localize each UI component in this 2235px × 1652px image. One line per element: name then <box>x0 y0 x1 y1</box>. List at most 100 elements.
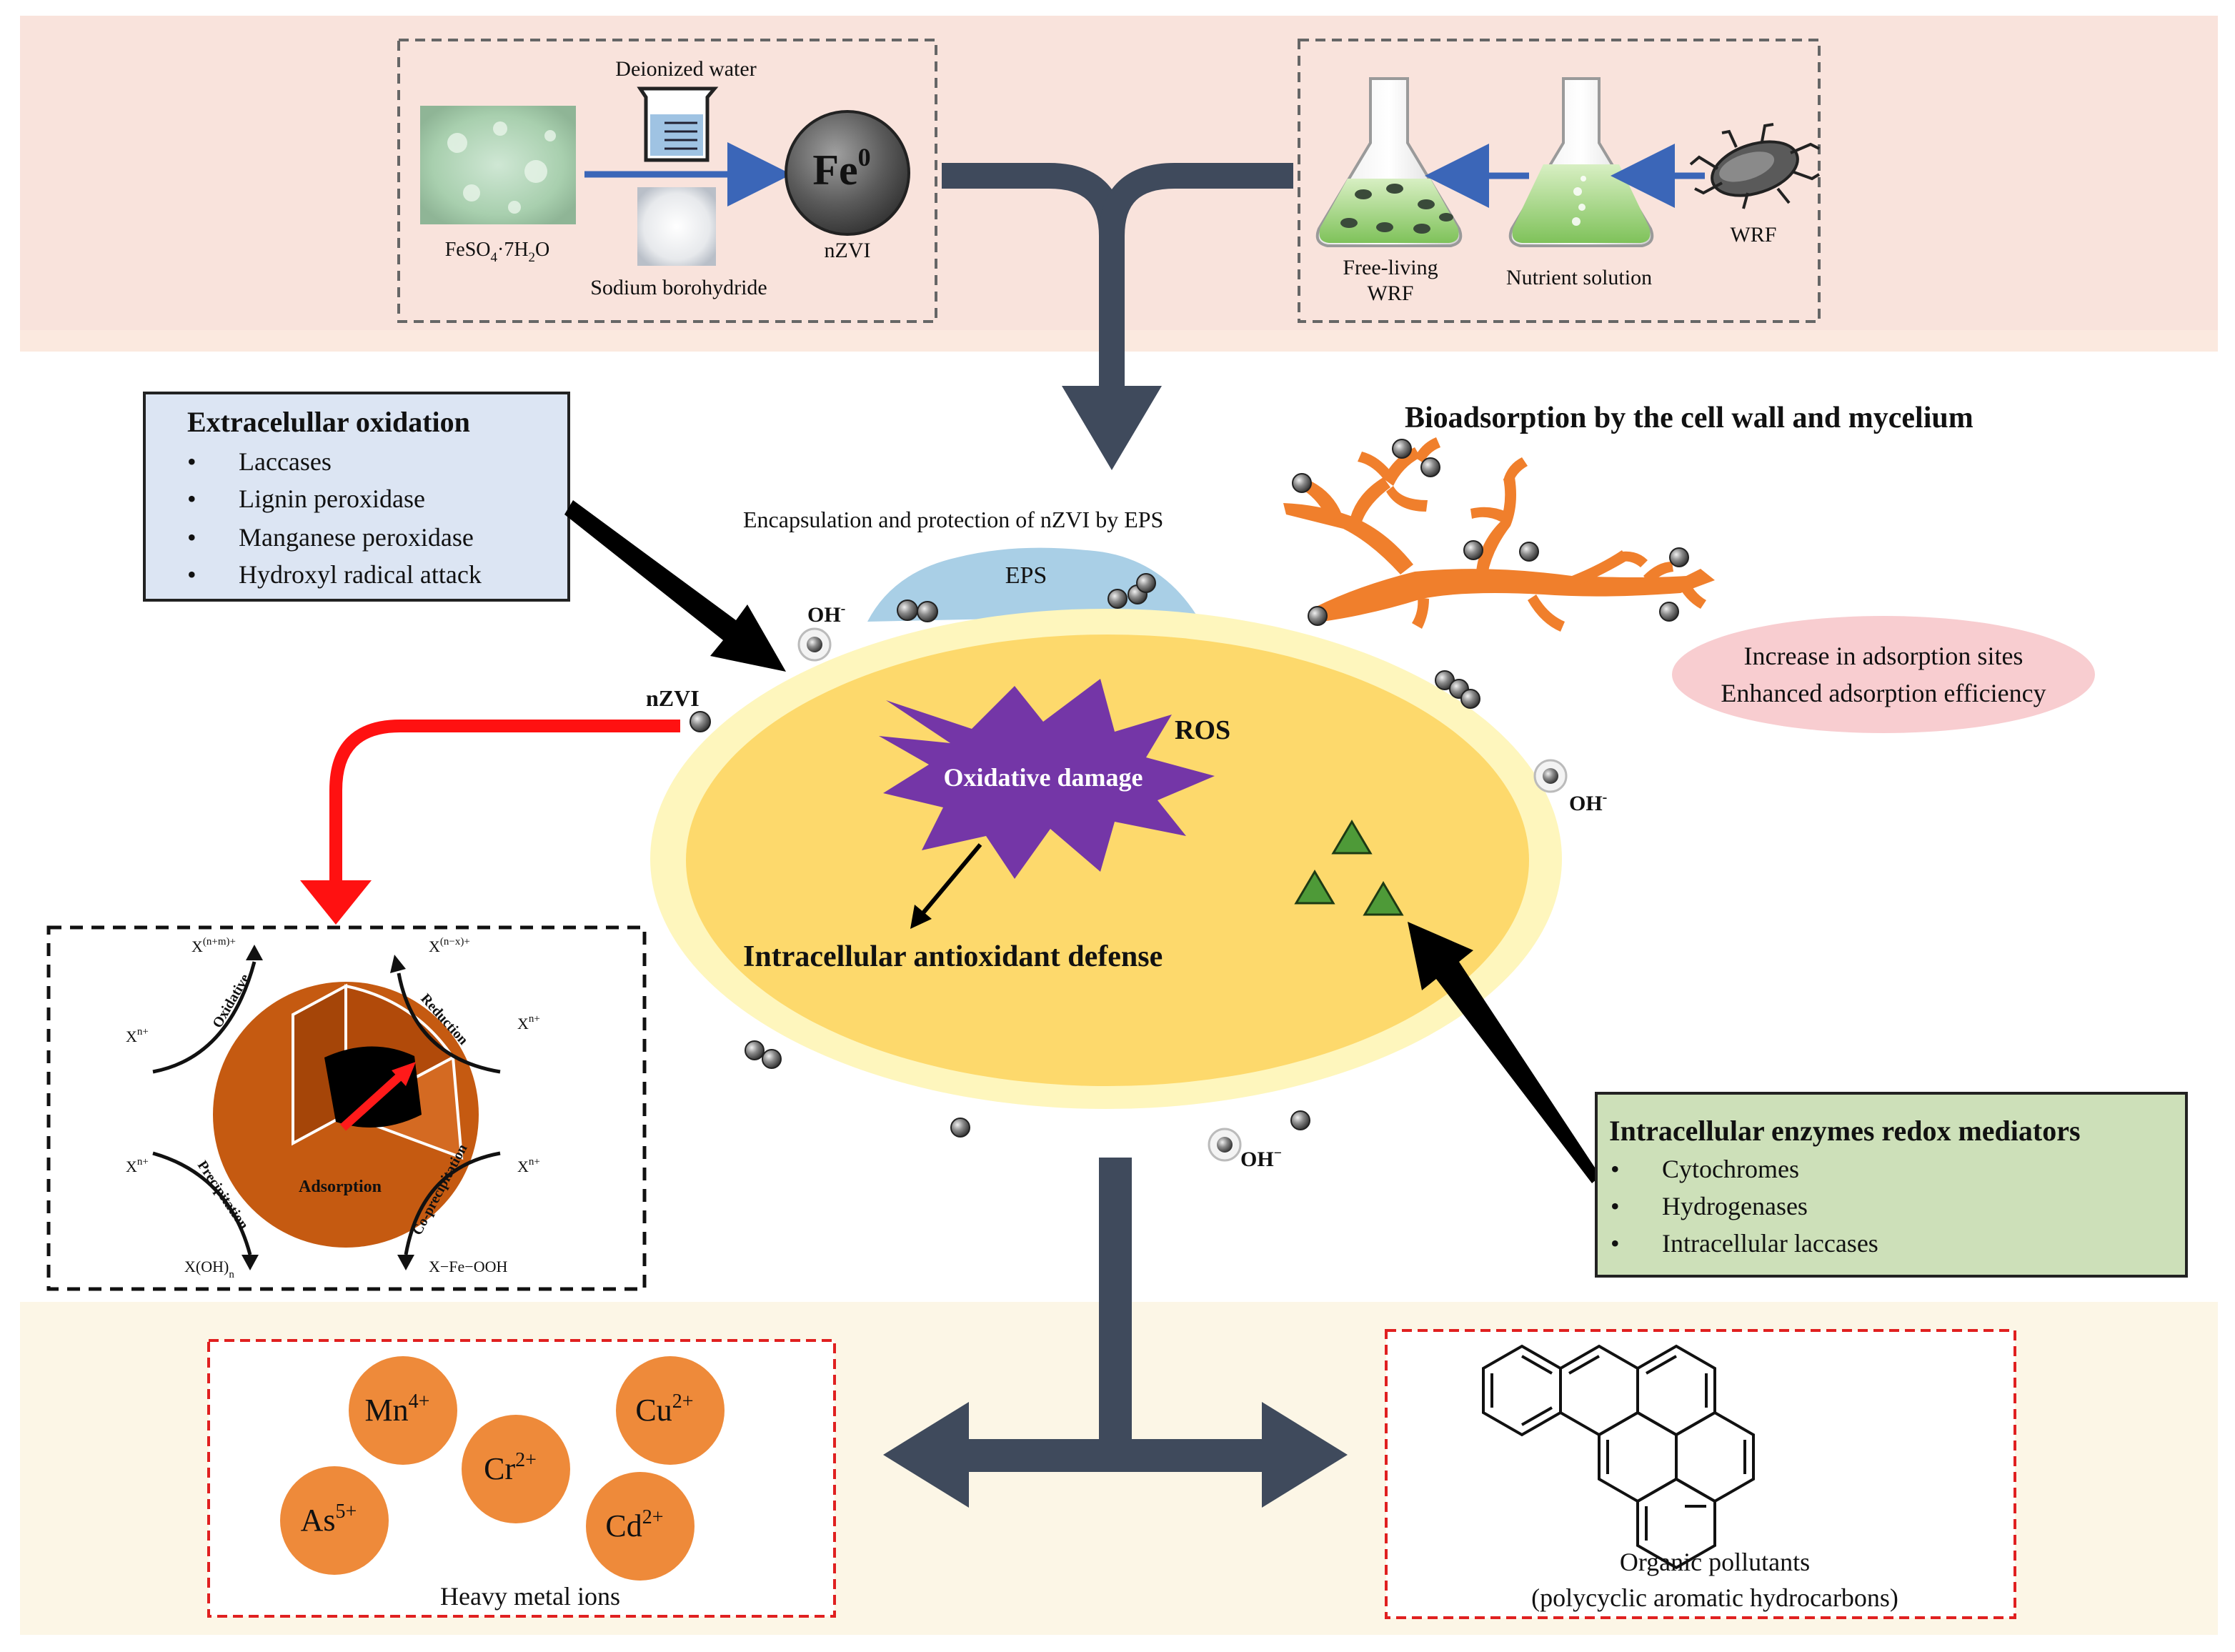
nutrient-label: Nutrient solution <box>1506 266 1652 289</box>
wrf-culture-panel: Free-living WRF Nutrient solution WRF <box>1298 39 1821 323</box>
ros-to-defense-arrow <box>920 843 982 916</box>
svg-text:Xn+: Xn+ <box>517 1156 540 1175</box>
nzvi-particle <box>897 599 918 621</box>
hydroxide-product: X(OH) <box>184 1258 229 1275</box>
ion-as <box>280 1466 389 1575</box>
free-living-label-line2: WRF <box>1367 282 1413 305</box>
svg-text:X(n−x)+: X(n−x)+ <box>429 936 470 955</box>
enzyme-triangles <box>1294 820 1404 916</box>
nzvi-particle <box>690 711 711 732</box>
feso4-mid: ·7H <box>497 239 529 261</box>
ion-cd-symbol: Cd <box>605 1508 642 1543</box>
extracellular-arrow <box>564 500 786 672</box>
nzvi-synthesis-panel: FeSO4·7H2O Deionized water Sodium borohy… <box>397 39 937 323</box>
svg-text:OH−: OH− <box>1240 1145 1282 1171</box>
svg-text:OH-: OH- <box>1569 790 1607 815</box>
svg-text:•: • <box>1611 1192 1620 1220</box>
ion-cr-symbol: Cr <box>484 1451 515 1486</box>
organic-caption-line1: Organic pollutants <box>1620 1548 1810 1576</box>
svg-text:Cd2+: Cd2+ <box>605 1506 663 1543</box>
intracellular-item-cytochromes: Cytochromes <box>1662 1155 1799 1183</box>
extracellular-item-lignin-peroxidase: Lignin peroxidase <box>239 484 425 513</box>
wrf-organism-icon <box>1689 123 1821 209</box>
beaker-icon <box>637 86 719 162</box>
x-red-product: X <box>429 937 440 955</box>
extracellular-title: Extracelullar oxidation <box>187 406 470 438</box>
adsorption-center-label: Adsorption <box>299 1178 382 1196</box>
wrf-label: WRF <box>1730 223 1776 247</box>
svg-text:Xn+: Xn+ <box>126 1156 149 1175</box>
nzvi-particle <box>762 1049 782 1069</box>
split-arrow <box>883 1158 1348 1508</box>
free-living-label-line1: Free-living <box>1343 256 1438 279</box>
feso4-end: O <box>535 239 549 261</box>
nzvi-particle <box>1290 1110 1310 1130</box>
ros-star <box>879 679 1215 879</box>
nzvi-particles <box>690 439 1689 1138</box>
oxidative-arc <box>152 961 257 1074</box>
nzvi-particle <box>1308 606 1328 626</box>
eps-caption: Encapsulation and protection of nZVI by … <box>743 507 1163 532</box>
merge-arrow <box>942 163 1293 400</box>
ion-cu-charge: 2+ <box>672 1390 694 1413</box>
svg-text:•: • <box>187 523 196 552</box>
ros-label: ROS <box>1175 715 1230 745</box>
svg-text:X(n+m)+: X(n+m)+ <box>191 936 236 955</box>
svg-text:Cr2+: Cr2+ <box>484 1449 537 1486</box>
svg-text:•: • <box>1611 1229 1620 1258</box>
intracellular-title: Intracellular enzymes redox mediators <box>1609 1115 2081 1147</box>
adsorption-sites-text: Increase in adsorption sites <box>1744 642 2024 670</box>
ion-cr <box>462 1415 570 1523</box>
oh-label-right-sup: - <box>1603 790 1608 805</box>
nzvi-particle <box>1659 602 1679 622</box>
oxidative-damage-label: Oxidative damage <box>944 763 1143 792</box>
ros-to-defense-arrowhead <box>910 905 932 929</box>
eps-label: EPS <box>1005 562 1047 589</box>
red-arrowhead <box>300 880 372 925</box>
svg-text:•: • <box>187 447 196 476</box>
nzvi-particle <box>1136 573 1156 593</box>
svg-text:•: • <box>1611 1155 1620 1183</box>
ion-mn-symbol: Mn <box>365 1393 409 1428</box>
x-np-precip-sup: n+ <box>137 1156 149 1168</box>
feso4-sub-4: 4 <box>491 250 498 265</box>
hydroxide-particles <box>797 627 1568 1162</box>
fe-superscript: 0 <box>858 143 871 171</box>
precipitation-arc <box>152 1151 252 1255</box>
nzvi-particle <box>1519 542 1539 562</box>
ion-mn <box>349 1356 457 1465</box>
bioadsorption-title: Bioadsorption by the cell wall and mycel… <box>1405 402 1973 434</box>
svg-text:Cu2+: Cu2+ <box>635 1390 693 1428</box>
oh-label-right: OH <box>1569 792 1603 815</box>
mycelium-shape <box>1283 437 1715 632</box>
heavy-metals-caption: Heavy metal ions <box>440 1582 620 1611</box>
x-np-precip: X <box>126 1158 137 1175</box>
core-red-arrow <box>339 1071 405 1131</box>
intracellular-item-hydrogenases: Hydrogenases <box>1662 1192 1808 1220</box>
xfe-product: X−Fe−OOH <box>429 1258 507 1275</box>
nzvi-particle <box>1669 547 1689 567</box>
nzvi-particle <box>1392 439 1412 459</box>
svg-text:Fe0: Fe0 <box>812 143 870 194</box>
x-red-product-sup: (n−x)+ <box>440 936 470 947</box>
nzvi-particle <box>1107 589 1128 609</box>
oh-label-top: OH <box>807 603 841 627</box>
ion-as-charge: 5+ <box>336 1501 357 1523</box>
oh-label-bottom: OH <box>1240 1148 1274 1171</box>
intracellular-arrow <box>1408 922 1601 1183</box>
pah-structure-icon <box>1482 1344 1755 1570</box>
feso4-label: FeSO <box>445 239 491 261</box>
svg-text:Mn4+: Mn4+ <box>365 1390 430 1428</box>
borohydride-powder-image <box>637 187 716 266</box>
x-np-red: X <box>517 1015 529 1032</box>
oh-ring-particle-core <box>1543 768 1558 784</box>
ion-as-symbol: As <box>301 1503 336 1538</box>
oh-ring-particle-core <box>807 637 822 652</box>
down-arrowhead <box>1062 386 1162 470</box>
svg-text:Xn+: Xn+ <box>517 1013 540 1032</box>
nzvi-particle <box>745 1040 765 1060</box>
fe-symbol: Fe <box>812 146 857 194</box>
svg-text:•: • <box>187 484 196 513</box>
extracellular-item-manganese-peroxidase: Manganese peroxidase <box>239 523 474 552</box>
